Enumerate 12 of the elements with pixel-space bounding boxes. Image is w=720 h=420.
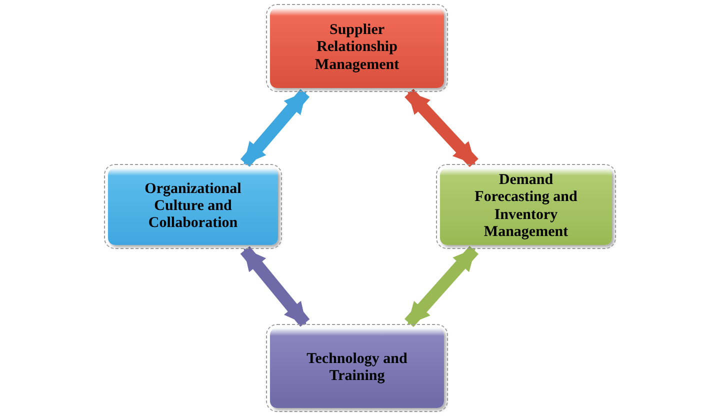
double-arrow: [404, 246, 478, 327]
process-box: [270, 8, 444, 88]
box-label: Supplier Relationship Management: [314, 22, 400, 74]
box-label: Organizational Culture and Collaboration: [144, 180, 242, 232]
process-box: [108, 168, 278, 245]
process-box: [440, 168, 612, 245]
double-arrow: [240, 246, 310, 327]
box-label: Technology and Training: [306, 350, 408, 386]
box-label: Demand Forecasting and Inventory Management: [474, 172, 578, 241]
process-box: [270, 328, 444, 408]
double-arrow: [404, 88, 478, 168]
double-arrow: [240, 89, 310, 167]
